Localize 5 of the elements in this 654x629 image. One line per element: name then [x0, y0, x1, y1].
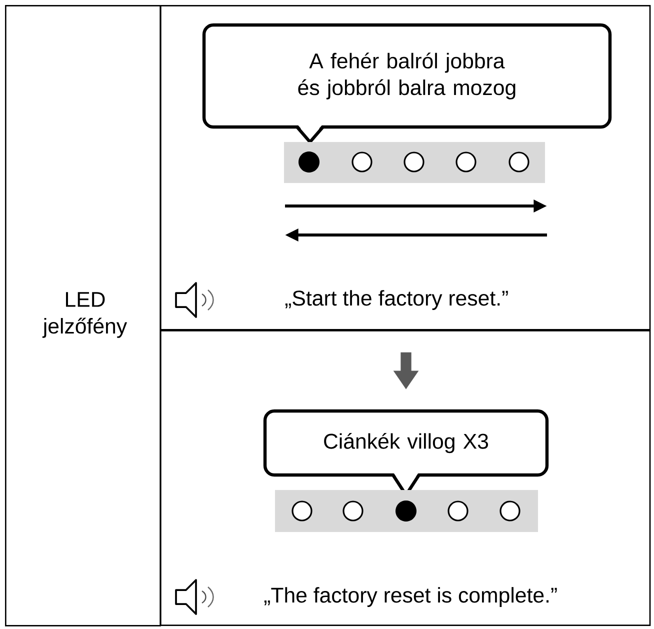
quote-text: „Start the factory reset.”: [285, 290, 508, 310]
row-header: LED jelzőfény: [42, 292, 128, 338]
quote-text: „The factory reset is complete.”: [264, 587, 557, 607]
speech-bubble: A fehér balról jobbra és jobbról balra mozog: [202, 23, 612, 144]
speech-bubble: Ciánkék villog X3: [263, 409, 549, 497]
